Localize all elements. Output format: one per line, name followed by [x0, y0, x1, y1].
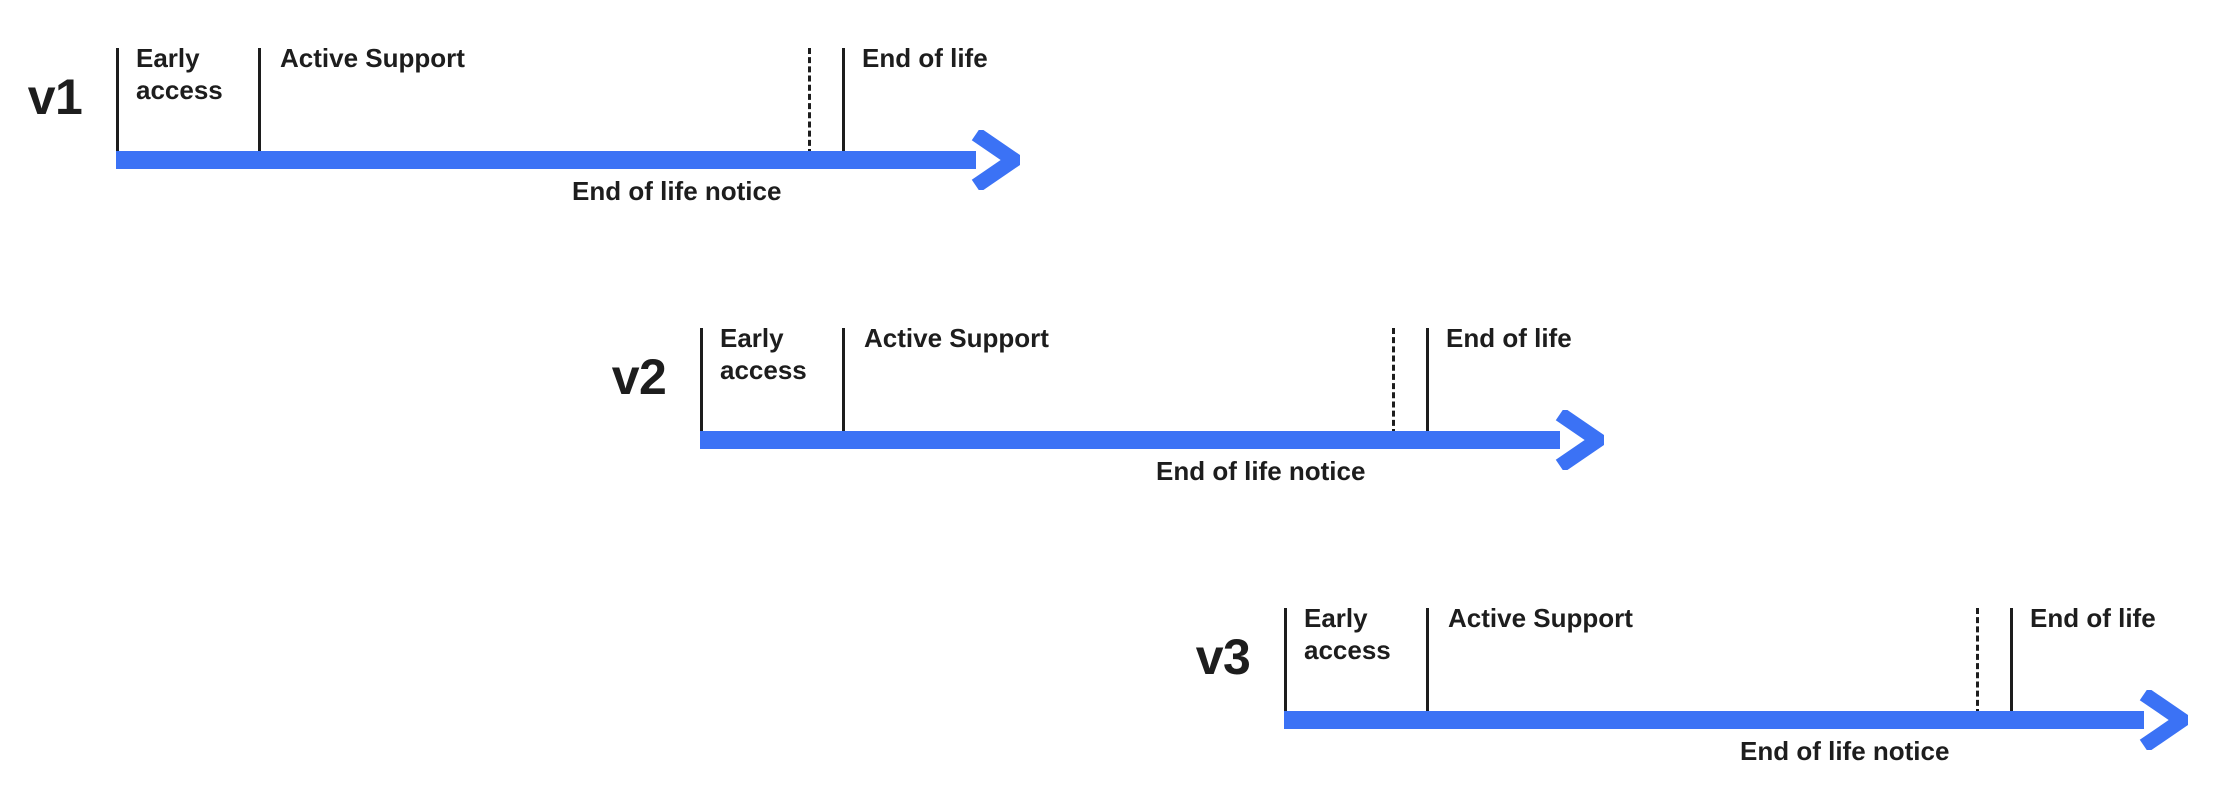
- timeline-bar-line-v2: [700, 431, 1560, 449]
- arrow-right-icon-v1: [968, 130, 1020, 190]
- divider-active-support-start-v1: [258, 48, 261, 155]
- version-label-v1: v1: [27, 69, 83, 125]
- timeline-bar-v3: [1284, 690, 2188, 750]
- phase-label-end-of-life-v3: End of life: [2030, 603, 2156, 633]
- divider-early-access-start-v2: [700, 328, 703, 435]
- divider-end-of-life-start-v2: [1426, 328, 1429, 435]
- divider-early-access-start-v3: [1284, 608, 1287, 715]
- phase-label-early-access-v2: Early access: [720, 323, 807, 385]
- divider-end-of-life-notice-v2: [1392, 328, 1395, 435]
- phase-label-active-support-v2: Active Support: [864, 323, 1049, 353]
- timeline-bar-v2: [700, 410, 1604, 470]
- divider-end-of-life-notice-v1: [808, 48, 811, 155]
- phase-label-early-access-v3: Early access: [1304, 603, 1391, 665]
- timeline-bar-v1: [116, 130, 1020, 190]
- phase-label-end-of-life-v1: End of life: [862, 43, 988, 73]
- arrow-right-icon-v2: [1552, 410, 1604, 470]
- notice-label-end-of-life-v3: End of life notice: [1740, 736, 1950, 766]
- phase-label-early-access-v1: Early access: [136, 43, 223, 105]
- divider-active-support-start-v3: [1426, 608, 1429, 715]
- version-label-v3: v3: [1195, 629, 1251, 685]
- divider-end-of-life-start-v1: [842, 48, 845, 155]
- timeline-bar-line-v1: [116, 151, 976, 169]
- version-label-v2: v2: [611, 349, 667, 405]
- divider-end-of-life-notice-v3: [1976, 608, 1979, 715]
- notice-label-end-of-life-v1: End of life notice: [572, 176, 782, 206]
- phase-label-end-of-life-v2: End of life: [1446, 323, 1572, 353]
- phase-label-active-support-v1: Active Support: [280, 43, 465, 73]
- divider-early-access-start-v1: [116, 48, 119, 155]
- divider-active-support-start-v2: [842, 328, 845, 435]
- phase-label-active-support-v3: Active Support: [1448, 603, 1633, 633]
- timeline-bar-line-v3: [1284, 711, 2144, 729]
- divider-end-of-life-start-v3: [2010, 608, 2013, 715]
- arrow-right-icon-v3: [2136, 690, 2188, 750]
- notice-label-end-of-life-v2: End of life notice: [1156, 456, 1366, 486]
